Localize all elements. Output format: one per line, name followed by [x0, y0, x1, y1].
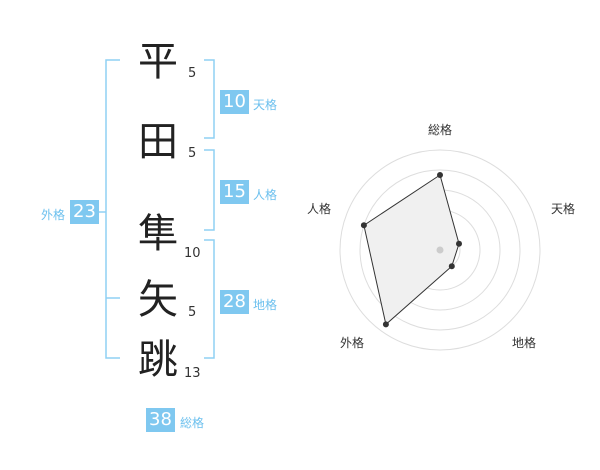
- name-char-5: 跳: [138, 337, 178, 383]
- chi-kaku-label: 地格: [253, 298, 278, 312]
- radar-point-3: [382, 321, 389, 328]
- stroke-count-5: 13: [184, 366, 201, 381]
- name-char-2: 田: [138, 119, 178, 165]
- name-char-4: 矢: [138, 277, 178, 323]
- so-kaku-value: 38: [146, 408, 175, 432]
- stroke-count-4: 5: [188, 305, 197, 320]
- radar-point-1: [456, 240, 462, 247]
- radar-point-4: [360, 222, 367, 229]
- radar-area: [363, 174, 460, 326]
- radar-ring-5: [339, 149, 541, 351]
- jin-kaku-label: 人格: [253, 188, 278, 202]
- radar-axis-label-chi: 地格: [512, 335, 536, 350]
- radar-center-dot: [436, 246, 444, 254]
- so-kaku-label: 総格: [180, 416, 205, 430]
- stroke-count-2: 5: [188, 146, 197, 161]
- name-char-3: 隼: [138, 211, 178, 257]
- radar-ring-4: [359, 169, 521, 331]
- radar-point-2: [448, 263, 455, 270]
- name-char-1: 平: [138, 39, 178, 85]
- stroke-count-1: 5: [188, 66, 197, 81]
- radar-axis-label-ten: 天格: [551, 201, 575, 216]
- ten-kaku-value: 10: [220, 90, 249, 114]
- radar-axis-label-gai: 外格: [340, 335, 364, 350]
- ten-kaku-label: 天格: [253, 98, 278, 112]
- radar-axis-label-jin: 人格: [307, 201, 331, 216]
- gai-kaku-value: 23: [70, 200, 99, 224]
- jin-kaku-value: 15: [220, 180, 249, 204]
- gai-kaku-label: 外格: [41, 208, 66, 222]
- stroke-count-3: 10: [184, 246, 201, 261]
- radar-axis-label-so: 総格: [428, 122, 452, 137]
- chi-kaku-value: 28: [220, 290, 249, 314]
- radar-point-0: [437, 172, 443, 178]
